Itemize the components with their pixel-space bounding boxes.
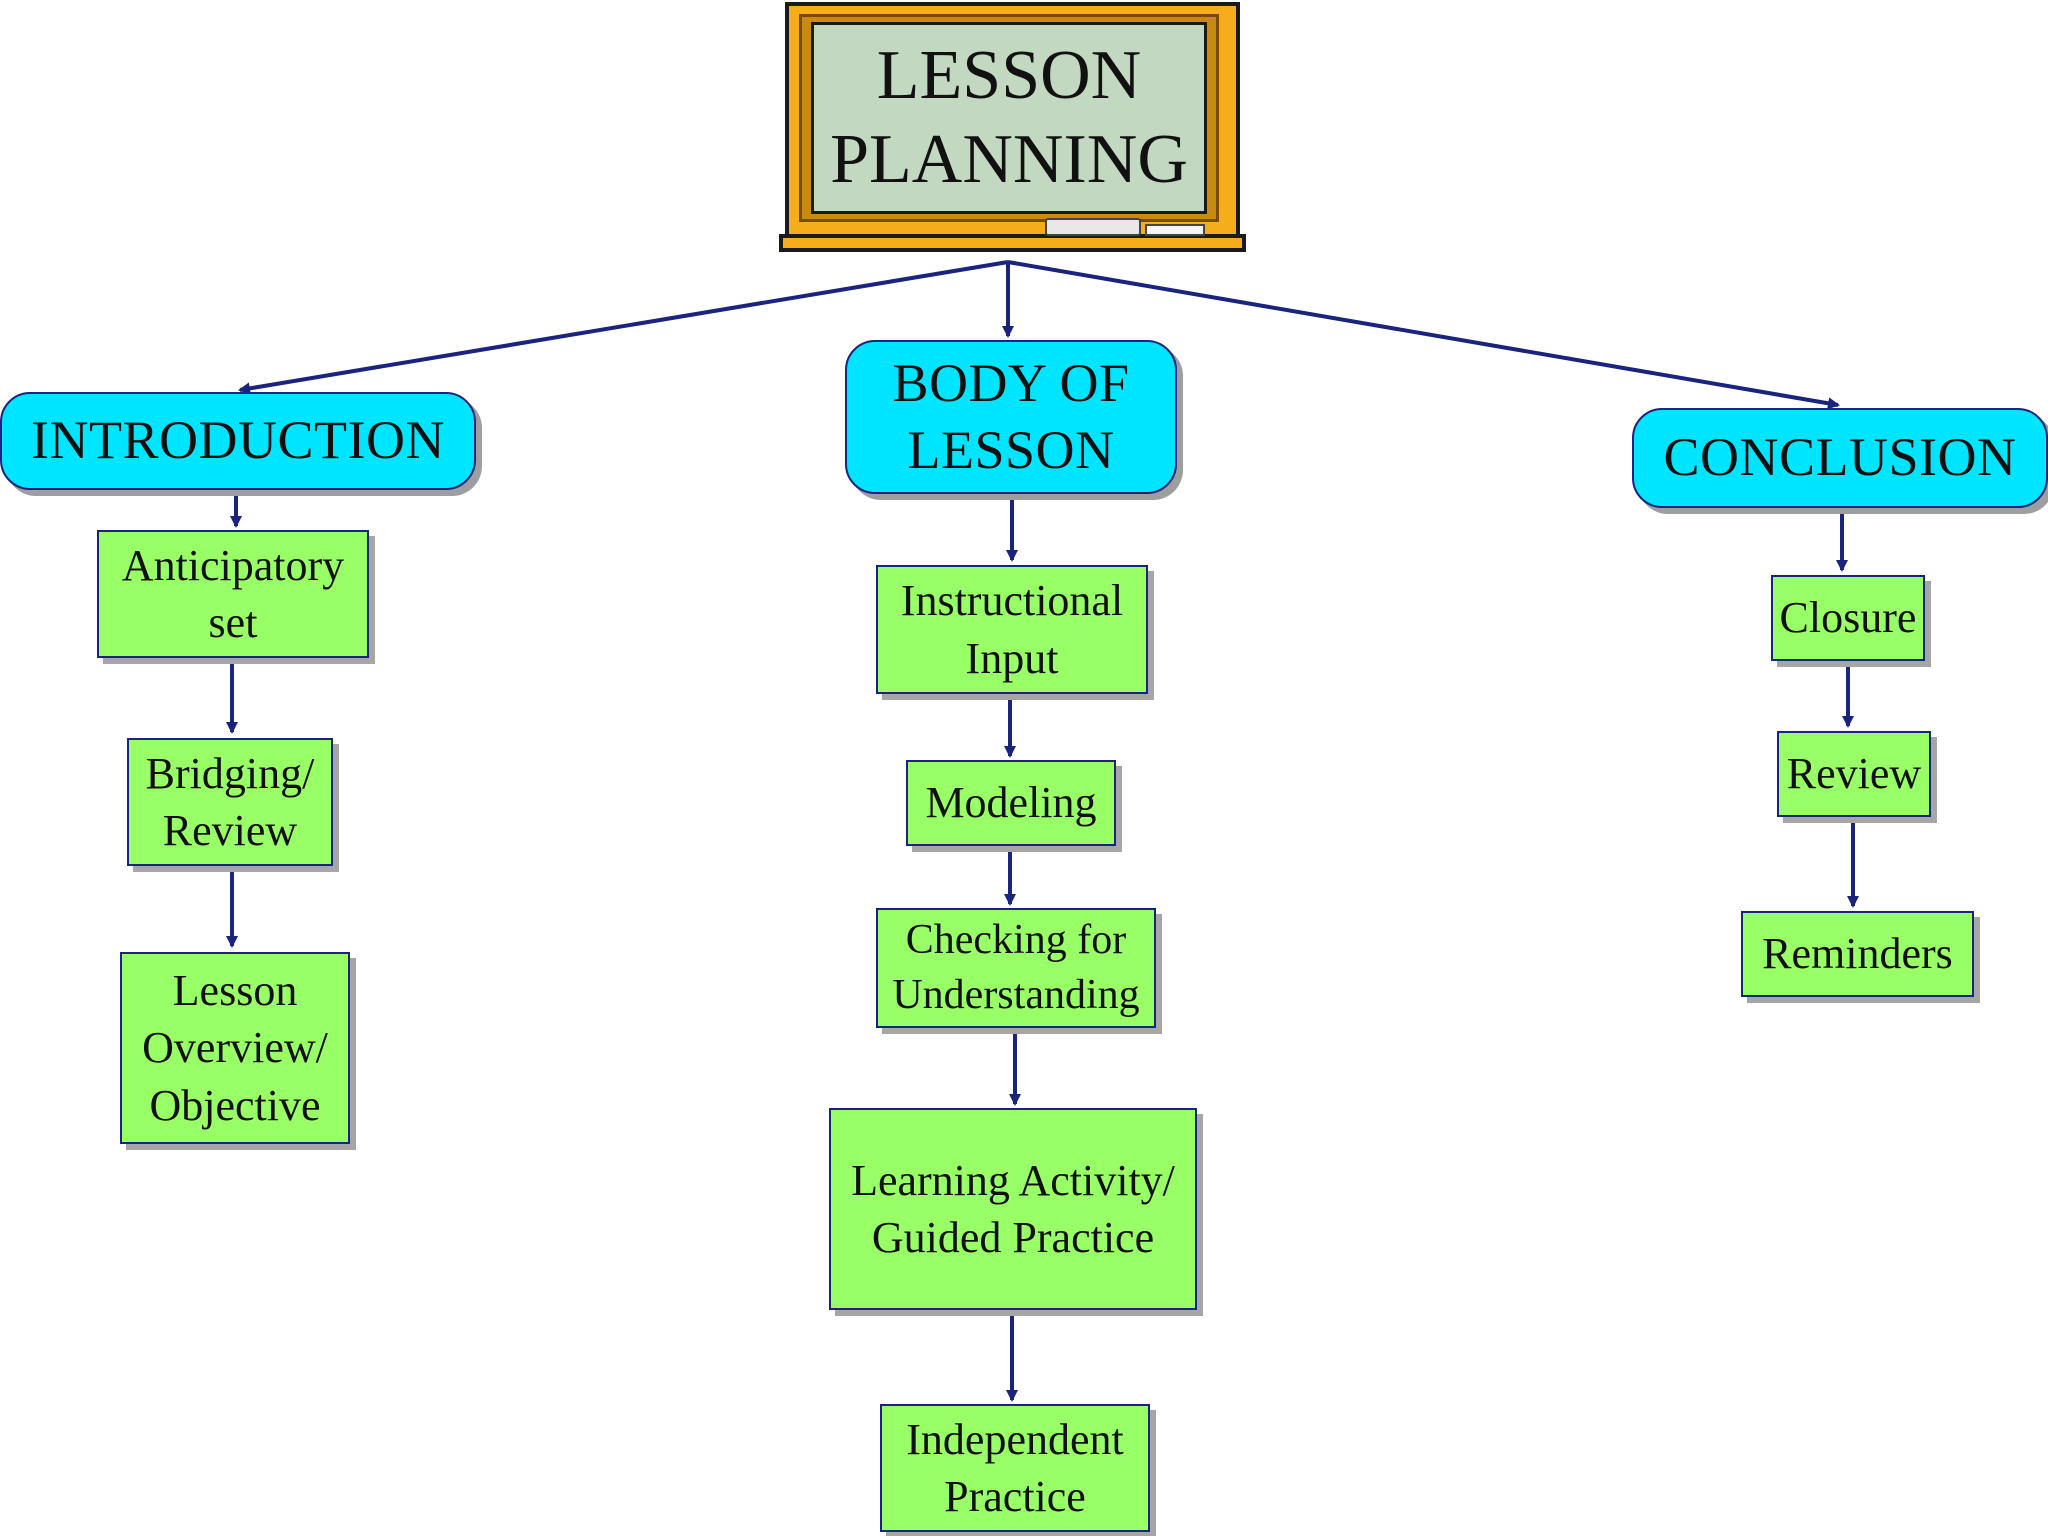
lesson-planning-chalkboard: LESSON PLANNING bbox=[785, 2, 1240, 254]
step-closure: Closure bbox=[1771, 575, 1925, 661]
section-introduction: INTRODUCTION bbox=[0, 392, 476, 490]
step-reminders: Reminders bbox=[1741, 911, 1974, 997]
step-bridging-review: Bridging/ Review bbox=[127, 738, 333, 866]
step-anticipatory-set: Anticipatory set bbox=[97, 530, 369, 658]
step-learning-activity-guided-practice: Learning Activity/ Guided Practice bbox=[829, 1108, 1197, 1310]
chalk-icon bbox=[1045, 218, 1141, 236]
step-modeling: Modeling bbox=[906, 760, 1116, 846]
step-checking-for-understanding: Checking for Understanding bbox=[876, 908, 1156, 1028]
section-body-of-lesson: BODY OF LESSON bbox=[845, 340, 1177, 494]
step-instructional-input: Instructional Input bbox=[876, 565, 1148, 694]
root-title: LESSON PLANNING bbox=[811, 22, 1207, 214]
eraser-icon bbox=[1145, 224, 1205, 236]
step-review: Review bbox=[1777, 731, 1931, 817]
step-independent-practice: Independent Practice bbox=[880, 1404, 1150, 1532]
chalkboard-ledge bbox=[779, 234, 1246, 252]
section-conclusion: CONCLUSION bbox=[1632, 408, 2048, 508]
step-lesson-overview-objective: Lesson Overview/ Objective bbox=[120, 952, 350, 1144]
